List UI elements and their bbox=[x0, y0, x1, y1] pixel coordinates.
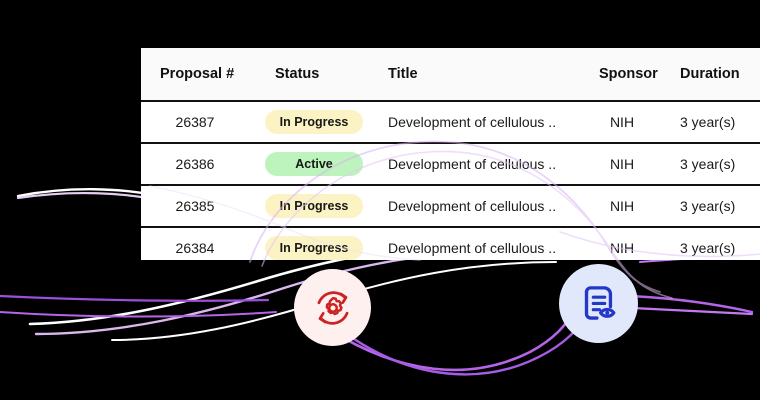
curve-lavender-lower bbox=[34, 250, 542, 336]
cell-proposal-number: 26385 bbox=[141, 185, 259, 228]
proposals-table-container: Proposal # Status Title Sponsor Duration… bbox=[141, 48, 760, 260]
sync-gear-icon bbox=[317, 290, 348, 325]
column-header-proposal-number[interactable]: Proposal # bbox=[141, 48, 259, 102]
table-row[interactable]: 26387 In Progress Development of cellulo… bbox=[141, 101, 760, 144]
sync-gear-icon-bubble[interactable] bbox=[294, 269, 371, 346]
column-header-sponsor[interactable]: Sponsor bbox=[589, 48, 669, 102]
cell-sponsor: NIH bbox=[589, 185, 669, 228]
curve-purple-left-in-2 bbox=[0, 311, 277, 318]
status-badge: In Progress bbox=[265, 193, 363, 219]
cell-duration: 3 year(s) bbox=[669, 185, 760, 228]
status-badge: In Progress bbox=[265, 235, 363, 260]
cell-proposal-number: 26387 bbox=[141, 101, 259, 144]
column-header-status[interactable]: Status bbox=[259, 48, 369, 102]
cell-title: Development of cellulous .. bbox=[369, 101, 589, 144]
cell-status: In Progress bbox=[259, 227, 369, 260]
cell-duration: 3 year(s) bbox=[669, 143, 760, 186]
table-row[interactable]: 26385 In Progress Development of cellulo… bbox=[141, 185, 760, 228]
table-row[interactable]: 26386 Active Development of cellulous ..… bbox=[141, 143, 760, 186]
table-row[interactable]: 26384 In Progress Development of cellulo… bbox=[141, 227, 760, 260]
curve-purple-left-in bbox=[0, 294, 270, 302]
cell-status: In Progress bbox=[259, 101, 369, 144]
curve-purple-between-icons-2 bbox=[342, 304, 594, 376]
curve-purple-right-out-2 bbox=[630, 306, 754, 316]
cell-proposal-number: 26386 bbox=[141, 143, 259, 186]
cell-duration: 3 year(s) bbox=[669, 227, 760, 260]
document-review-icon-bubble[interactable] bbox=[559, 264, 638, 343]
column-header-duration[interactable]: Duration bbox=[669, 48, 760, 102]
curve-purple-right-out bbox=[628, 294, 754, 314]
status-badge: In Progress bbox=[265, 109, 363, 135]
table-body: 26387 In Progress Development of cellulo… bbox=[141, 101, 760, 260]
table-header: Proposal # Status Title Sponsor Duration bbox=[141, 48, 760, 102]
cell-proposal-number: 26384 bbox=[141, 227, 259, 260]
table-header-row: Proposal # Status Title Sponsor Duration bbox=[141, 48, 760, 102]
cell-sponsor: NIH bbox=[589, 101, 669, 144]
cell-title: Development of cellulous .. bbox=[369, 143, 589, 186]
cell-duration: 3 year(s) bbox=[669, 101, 760, 144]
status-badge: Active bbox=[265, 151, 363, 177]
cell-sponsor: NIH bbox=[589, 143, 669, 186]
proposals-table: Proposal # Status Title Sponsor Duration… bbox=[141, 48, 760, 260]
cell-title: Development of cellulous .. bbox=[369, 185, 589, 228]
cell-status: In Progress bbox=[259, 185, 369, 228]
column-header-title[interactable]: Title bbox=[369, 48, 589, 102]
cell-title: Development of cellulous .. bbox=[369, 227, 589, 260]
cell-sponsor: NIH bbox=[589, 227, 669, 260]
document-review-icon bbox=[584, 285, 615, 320]
cell-status: Active bbox=[259, 143, 369, 186]
